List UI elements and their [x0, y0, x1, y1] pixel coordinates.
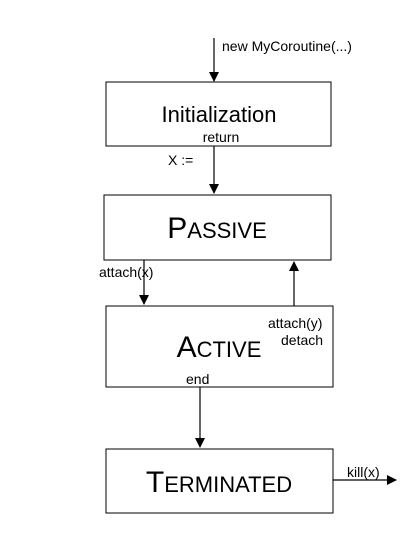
end-label: end [186, 371, 209, 387]
attach-y-label: attach(y) [268, 315, 322, 331]
initialization-return-label: return [203, 129, 240, 145]
entry-label: new MyCoroutine(...) [222, 38, 352, 54]
terminated-state-box [105, 448, 334, 514]
assign-label: X := [168, 152, 193, 168]
terminated-state-label: TERMINATED [146, 466, 292, 499]
initialization-state-label: Initialization [162, 102, 277, 127]
active-state-box [105, 305, 334, 388]
attach-x-label: attach(x) [99, 264, 153, 280]
initialization-state-box [105, 81, 332, 147]
passive-state-box [103, 194, 332, 261]
passive-state-label: PASSIVE [167, 212, 267, 245]
active-state-label: ACTIVE [177, 331, 262, 364]
detach-label: detach [281, 332, 323, 348]
kill-label: kill(x) [347, 464, 380, 480]
